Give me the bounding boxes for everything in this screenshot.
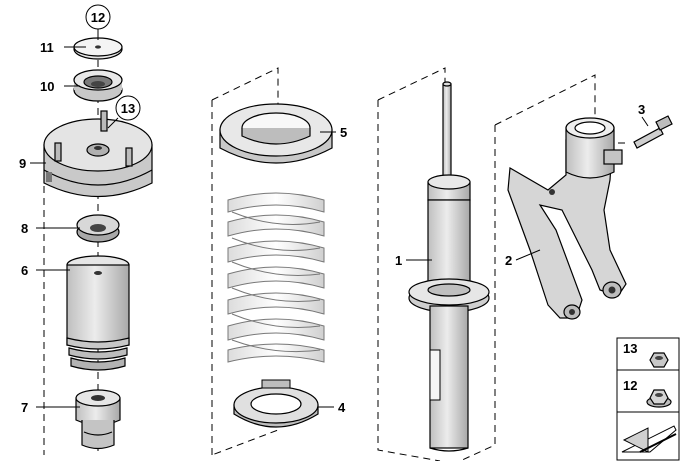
callout-9: 9 [19, 156, 26, 171]
callout-6: 6 [21, 263, 28, 278]
guide-line-knuckle-top [494, 74, 596, 126]
coil-spring-part [227, 192, 325, 363]
shock-absorber-part [408, 81, 490, 452]
callout-4: 4 [338, 400, 346, 415]
callout-5: 5 [340, 125, 347, 140]
callout-8: 8 [21, 221, 28, 236]
clamp-bolt-part [633, 115, 673, 149]
callout-circle-12 [85, 4, 111, 30]
spring-pad-part [76, 214, 120, 243]
callout-13: 13 [121, 101, 135, 116]
nut-13-icon [649, 352, 669, 368]
callout-3: 3 [638, 102, 645, 117]
bearing-cup-part [73, 69, 123, 102]
diagram-reference-icon [621, 425, 677, 453]
lower-spring-seat-part [233, 379, 319, 428]
upper-spring-seat-part [219, 103, 333, 164]
legend-label-12: 12 [623, 378, 637, 393]
callout-10: 10 [40, 79, 54, 94]
callout-11: 11 [40, 40, 54, 55]
guide-line-strut-top [377, 67, 446, 101]
callout-1: 1 [395, 253, 402, 268]
callout-7: 7 [21, 400, 28, 415]
bump-stop-part [75, 389, 121, 450]
strut-mount-part [43, 110, 153, 197]
callout-12: 12 [91, 10, 105, 25]
callout-circle-13 [115, 95, 141, 121]
nut-12-icon [646, 389, 672, 408]
hardware-legend: 13 12 [616, 337, 680, 461]
callout-labels: 12 13 11 10 9 8 6 7 5 4 1 2 3 [19, 4, 645, 415]
dust-boot-part [66, 255, 130, 371]
callout-2: 2 [505, 253, 512, 268]
washer-part [73, 37, 123, 60]
legend-label-13: 13 [623, 341, 637, 356]
leader-lines [30, 27, 649, 408]
guide-line-strut-left [377, 100, 441, 461]
steering-knuckle-part [507, 117, 627, 320]
